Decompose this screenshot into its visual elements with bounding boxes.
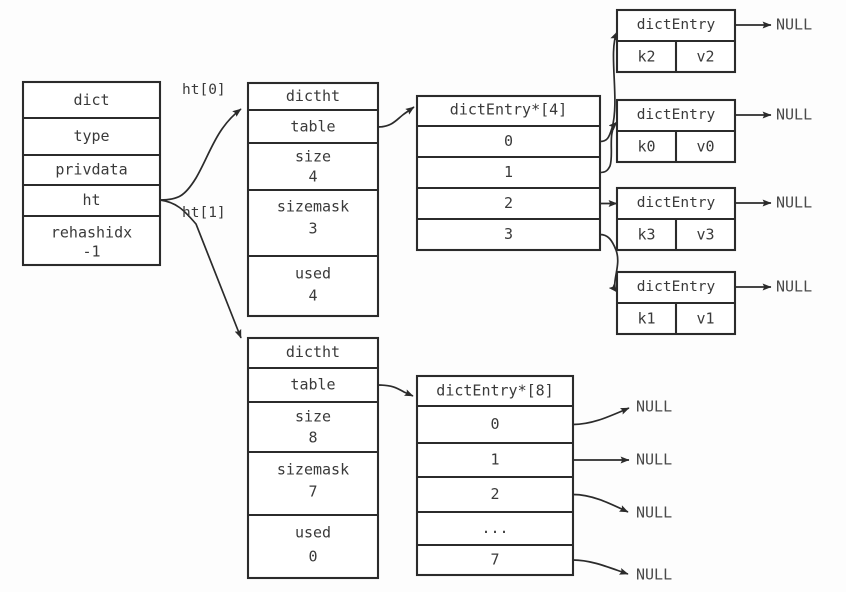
ht0-label: ht[0]	[182, 82, 226, 98]
array-4-slot-1: 1	[504, 163, 513, 181]
dict-field-ht: ht	[82, 191, 100, 209]
dictentry-k3-key: k3	[637, 226, 655, 244]
table1-arrow	[377, 384, 414, 397]
dictht-1-field-sizemask: sizemask	[277, 461, 349, 479]
dictentry-k2-value: v2	[696, 48, 714, 66]
dictentry-k2-key: k2	[637, 48, 655, 66]
dictentry-node-k0: dictEntry k0 v0 NULL	[615, 98, 812, 164]
dictht-0-field-sizemask-value: 3	[308, 220, 317, 238]
dictentry-k1-value: v1	[696, 310, 714, 328]
array-4-header: dictEntry*[4]	[450, 101, 567, 119]
dictht-1-field-size: size	[295, 408, 331, 426]
dictentry-k0-header: dictEntry	[637, 107, 716, 123]
array8-slot0-null: NULL	[636, 398, 672, 416]
dictentry-k1-next-null: NULL	[776, 278, 812, 296]
array8-slot0-null-arrow	[572, 407, 630, 426]
dictentry-array-4: dictEntry*[4] 0 1 2 3	[415, 94, 602, 252]
array-4-slot-2: 2	[504, 194, 513, 212]
table0-arrow	[377, 106, 415, 128]
dictentry-k1-key: k1	[637, 310, 655, 328]
dict-field-rehashidx: rehashidx	[51, 224, 132, 242]
dictht-1-header: dictht	[286, 343, 340, 361]
dictht-0-field-used: used	[295, 265, 331, 283]
dictentry-k2-header: dictEntry	[637, 17, 716, 33]
slot1-to-entry-k0-arrow	[599, 121, 618, 174]
dict-struct: dict type privdata ht rehashidx -1	[21, 80, 162, 267]
dictht-1-field-size-value: 8	[308, 429, 317, 447]
ht-connectors: ht[0] ht[1]	[159, 82, 242, 339]
dict-struct-header: dict	[73, 91, 109, 109]
array-8-slot-2: 2	[490, 485, 499, 503]
dictentry-array-8: dictEntry*[8] 0 1 2 ... 7	[415, 374, 575, 577]
dictht-0-field-size-value: 4	[308, 168, 317, 186]
dictentry-k3-header: dictEntry	[637, 195, 716, 211]
array-8-slot-0: 0	[490, 415, 499, 433]
dictht-1-field-used: used	[295, 524, 331, 542]
dictentry-k1-header: dictEntry	[637, 279, 716, 295]
dictht-0-field-size: size	[295, 148, 331, 166]
array-8-slot-ellipsis: ...	[481, 519, 508, 537]
dictht-0-header: dictht	[286, 87, 340, 105]
dictentry-k3-value: v3	[696, 226, 714, 244]
dictentry-k0-next-null: NULL	[776, 106, 812, 124]
array-4-slot-0: 0	[504, 132, 513, 150]
slot3-to-entry-k1-arrow	[599, 233, 619, 293]
dictentry-node-k1: dictEntry k1 v1 NULL	[615, 270, 812, 336]
array8-slot7-null-arrow	[572, 559, 629, 575]
array-8-slot-1: 1	[490, 451, 499, 469]
dictht-1-field-used-value: 0	[308, 548, 317, 566]
array8-slot2-null: NULL	[636, 504, 672, 522]
dictentry-k0-value: v0	[696, 138, 714, 156]
dictentry-node-k2: dictEntry k2 v2 NULL	[615, 8, 812, 74]
dictht-0-field-table: table	[290, 118, 335, 136]
array-8-slot-7: 7	[490, 551, 499, 569]
array-8-header: dictEntry*[8]	[436, 382, 553, 400]
dictentry-k0-key: k0	[637, 138, 655, 156]
dictht-0: dictht table size 4 sizemask 3 used 4	[246, 81, 380, 318]
array8-slot7-null: NULL	[636, 566, 672, 584]
array-4-slot-3: 3	[504, 225, 513, 243]
dictht-0-field-sizemask: sizemask	[277, 198, 349, 216]
array8-slot2-null-arrow	[572, 493, 629, 513]
dictht-1-field-sizemask-value: 7	[308, 483, 317, 501]
array8-slot1-null: NULL	[636, 451, 672, 469]
dictentry-k2-next-null: NULL	[776, 16, 812, 34]
dictht-1-field-table: table	[290, 376, 335, 394]
dict-field-rehashidx-value: -1	[82, 243, 100, 261]
dict-field-type: type	[73, 127, 109, 145]
ht1-arrow	[159, 199, 242, 339]
ht1-label: ht[1]	[182, 205, 226, 221]
dictht-0-field-used-value: 4	[308, 287, 317, 305]
dictentry-k3-next-null: NULL	[776, 194, 812, 212]
dict-field-privdata: privdata	[55, 161, 127, 179]
dictht-1: dictht table size 8 sizemask 7 used 0	[246, 336, 380, 580]
dictentry-node-k3: dictEntry k3 v3 NULL	[615, 186, 812, 252]
ht0-arrow	[159, 108, 242, 201]
